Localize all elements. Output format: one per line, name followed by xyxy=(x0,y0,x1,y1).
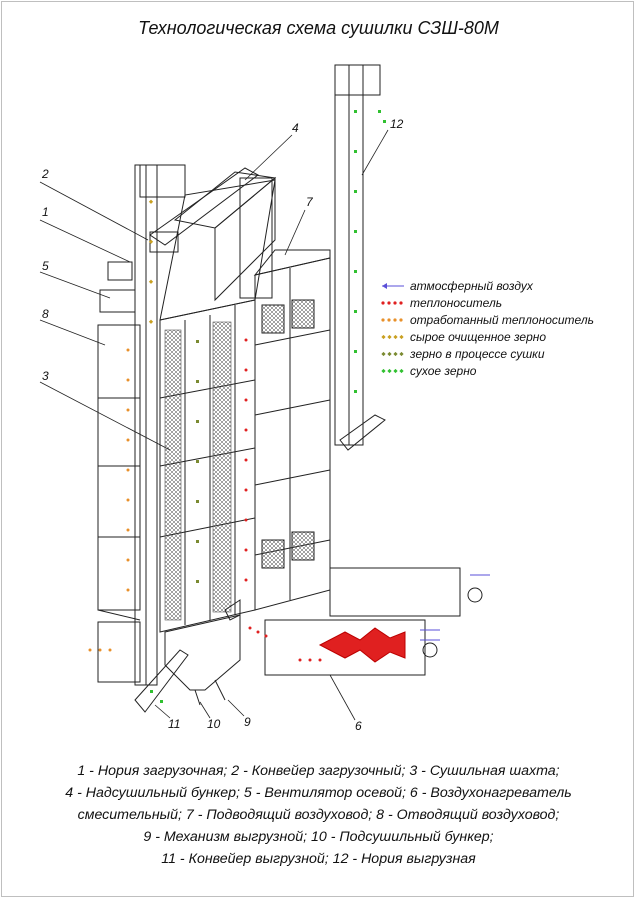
callout-leaders xyxy=(39,129,389,721)
unloading-elevator xyxy=(334,64,386,451)
caption-line: смесительный; 7 - Подводящий воздуховод;… xyxy=(77,807,560,823)
legend-item: атмосферный воздух xyxy=(380,278,594,295)
legend-swatch xyxy=(381,351,404,357)
legend-label: отработанный теплоноситель xyxy=(410,313,594,327)
legend-item: зерно в процессе сушки xyxy=(380,346,594,363)
dryer-scheme: 2 1 5 8 3 4 7 12 11 10 9 6 xyxy=(39,64,490,733)
legend-swatch xyxy=(382,283,404,289)
callout-1: 1 xyxy=(42,205,49,219)
legend-swatch xyxy=(381,301,403,305)
loading-conveyor xyxy=(149,167,259,253)
legend-item: теплоноситель xyxy=(380,295,594,312)
callout-9: 9 xyxy=(244,715,251,729)
callout-7: 7 xyxy=(306,195,314,209)
callout-8: 8 xyxy=(42,307,49,321)
legend-label: теплоноситель xyxy=(410,296,503,310)
caption-line: 11 - Конвейер выгрузной; 12 - Нория выгр… xyxy=(161,851,476,867)
legend-item: сырое очищенное зерно xyxy=(380,329,594,346)
legend-label: зерно в процессе сушки xyxy=(410,347,545,361)
axial-fan xyxy=(99,261,136,313)
grain-flow xyxy=(148,110,386,703)
legend-label: сырое очищенное зерно xyxy=(410,330,547,344)
unloading-conveyor xyxy=(134,599,241,713)
caption-line: 1 - Нория загрузочная; 2 - Конвейер загр… xyxy=(77,763,560,779)
callout-3: 3 xyxy=(42,369,49,383)
loading-elevator xyxy=(134,164,186,686)
legend-swatch xyxy=(381,318,403,322)
legend-label: атмосферный воздух xyxy=(410,279,533,293)
callout-2: 2 xyxy=(41,167,49,181)
caption-line: 4 - Надсушильный бункер; 5 - Вентилятор … xyxy=(65,785,572,801)
callout-5: 5 xyxy=(42,259,49,273)
diagram-title: Технологическая схема сушилки СЗШ-80М xyxy=(138,18,499,38)
legend-item: отработанный теплоноситель xyxy=(380,312,594,329)
air-heater xyxy=(264,567,483,676)
legend: атмосферный воздух теплоноситель отработан… xyxy=(380,278,594,380)
callout-10: 10 xyxy=(207,717,221,731)
callout-6: 6 xyxy=(355,719,362,733)
overhead-bunker xyxy=(173,171,277,302)
shaft-louvres xyxy=(164,321,232,621)
legend-item: сухое зерно xyxy=(380,363,594,380)
exhaust-duct xyxy=(97,324,141,683)
legend-swatch xyxy=(381,368,404,374)
spent-carrier-flow xyxy=(88,348,130,652)
legend-label: сухое зерно xyxy=(410,364,477,378)
caption-line: 9 - Механизм выгрузной; 10 - Подсушильны… xyxy=(143,829,494,845)
heat-carrier-flow xyxy=(244,338,322,662)
supply-duct xyxy=(253,249,331,611)
legend-swatch xyxy=(381,334,404,340)
caption: 1 - Нория загрузочная; 2 - Конвейер загр… xyxy=(20,760,617,870)
callout-11: 11 xyxy=(168,717,180,731)
callout-4: 4 xyxy=(292,121,299,135)
callout-12: 12 xyxy=(390,117,404,131)
atmospheric-air-flow xyxy=(420,574,490,641)
